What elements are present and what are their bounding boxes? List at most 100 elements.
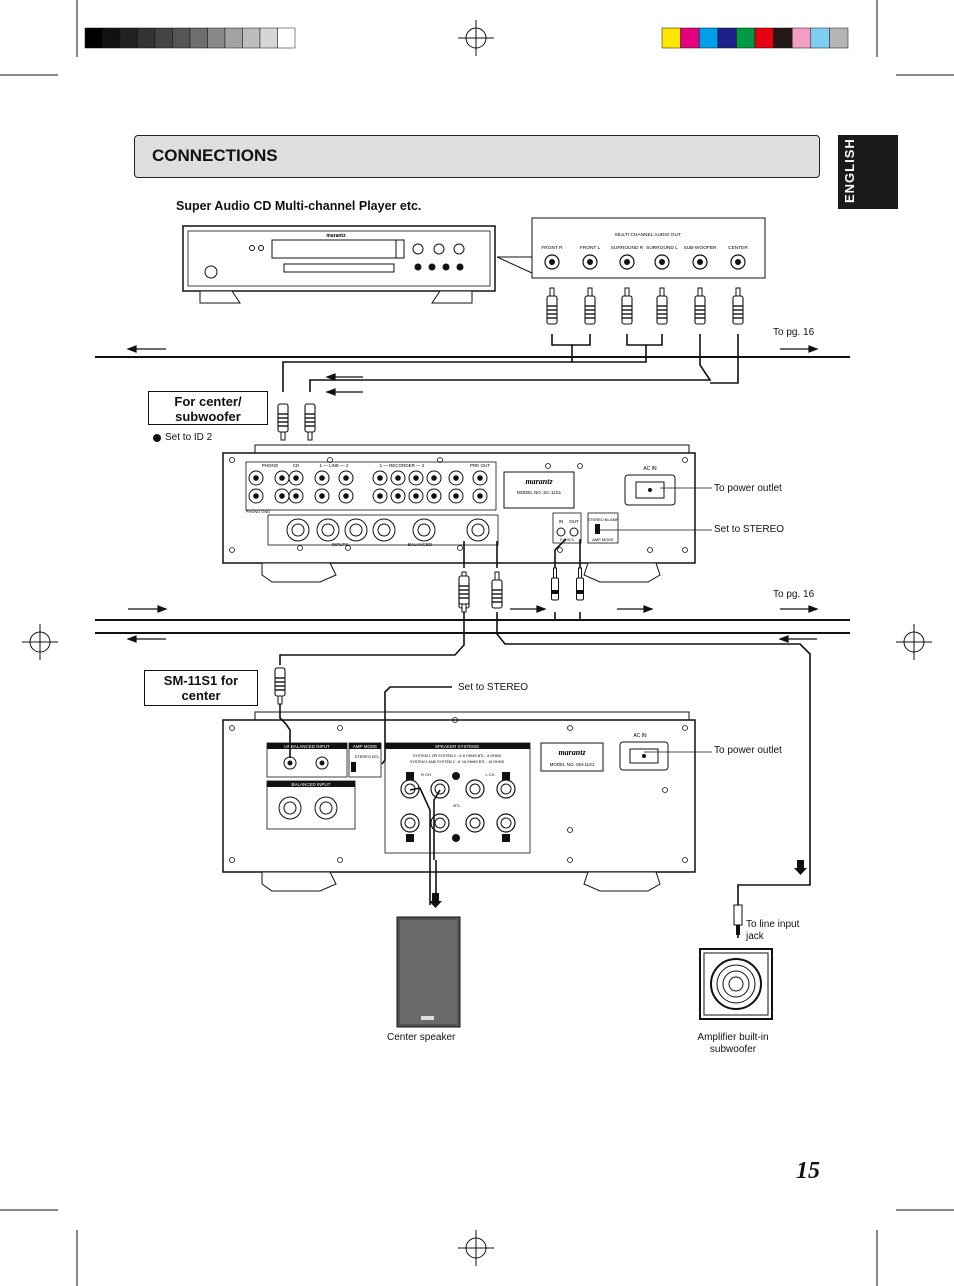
poweramp-input-plug bbox=[274, 667, 286, 705]
title-bar bbox=[134, 135, 820, 178]
note-power-outlet-1: To power outlet bbox=[714, 483, 782, 494]
player-plug bbox=[656, 287, 668, 325]
poweramp-model: MODEL NO. SM-11S1 bbox=[550, 762, 595, 767]
preamp-model: MODEL NO. SC-11S1 bbox=[517, 490, 562, 495]
screw bbox=[567, 857, 573, 863]
subwoofer bbox=[699, 904, 773, 1020]
rca-pin bbox=[659, 287, 665, 297]
xlr-jack bbox=[344, 518, 368, 542]
preamp-rca-plugs bbox=[458, 567, 584, 613]
speaker-terminal bbox=[496, 813, 516, 833]
polarity-mark bbox=[406, 772, 414, 780]
poweramp-brand: marantz bbox=[558, 748, 586, 757]
screw bbox=[229, 725, 235, 731]
pointer-lines bbox=[597, 487, 712, 753]
xlr-jack bbox=[286, 518, 310, 542]
screw bbox=[682, 547, 688, 553]
preamp-amp-mode: AMP MODE bbox=[592, 537, 614, 542]
screw bbox=[567, 827, 573, 833]
output-jack-pin bbox=[549, 259, 555, 265]
player-rca-plugs bbox=[277, 287, 744, 441]
gray-swatch bbox=[137, 27, 156, 49]
color-swatch bbox=[736, 27, 756, 49]
rca-jack-pin bbox=[343, 475, 349, 481]
screw bbox=[682, 725, 688, 731]
screw bbox=[682, 457, 688, 463]
player-plug bbox=[694, 287, 706, 325]
screw bbox=[337, 857, 343, 863]
preamp-brand: marantz bbox=[525, 477, 553, 486]
xlr-jack-ring bbox=[471, 523, 485, 537]
gray-swatch bbox=[84, 27, 103, 49]
flow-arrows bbox=[126, 345, 819, 643]
xlr-jack-ring bbox=[349, 523, 363, 537]
note-set-stereo-1: Set to STEREO bbox=[714, 524, 785, 535]
rca-jack-pin bbox=[279, 493, 285, 499]
rca-pin bbox=[277, 695, 283, 705]
screw bbox=[229, 857, 235, 863]
l-ch-label: L CH bbox=[486, 772, 495, 777]
fcbs-in: IN bbox=[559, 519, 564, 524]
mini-plug-band bbox=[576, 590, 584, 594]
output-jack-pin bbox=[659, 259, 665, 265]
fcbs-label: F.C.B.S bbox=[560, 537, 574, 542]
player-plug bbox=[732, 287, 744, 325]
color-swatch bbox=[773, 27, 793, 49]
speaker-terminal bbox=[465, 779, 485, 799]
output-label: SURROUND R bbox=[611, 245, 644, 251]
player-plug bbox=[584, 287, 596, 325]
callout-sm11s1: SM-11S1 for center bbox=[144, 670, 258, 706]
mini-plug-body bbox=[576, 577, 584, 601]
output-jack-pin bbox=[624, 259, 630, 265]
speaker-terminal bbox=[430, 813, 450, 833]
gray-swatch bbox=[277, 27, 296, 49]
screw bbox=[545, 463, 551, 469]
unbalanced-label: UNBALANCED INPUT bbox=[284, 744, 330, 749]
color-swatch bbox=[698, 27, 719, 49]
color-swatch bbox=[661, 27, 681, 49]
note-set-id2: Set to ID 2 bbox=[165, 432, 213, 443]
polarity-mark bbox=[502, 772, 510, 780]
color-swatch bbox=[680, 27, 700, 49]
speaker-terminals bbox=[229, 717, 688, 863]
signal-flow-lines bbox=[95, 356, 850, 634]
page-title: CONNECTIONS bbox=[152, 146, 278, 165]
rca-jack-pin bbox=[431, 475, 437, 481]
rca-jack-pin bbox=[477, 475, 483, 481]
speaker-terminal-knob bbox=[469, 783, 481, 795]
note-to-pg16-top: To pg. 16 bbox=[773, 327, 815, 338]
rca-pin bbox=[461, 603, 467, 613]
output-jack-pin bbox=[587, 259, 593, 265]
rca-pin bbox=[735, 287, 741, 297]
btl-label: BTL bbox=[453, 803, 461, 808]
screw bbox=[437, 457, 443, 463]
language-tab bbox=[838, 135, 898, 209]
speaker-terminal bbox=[400, 813, 420, 833]
note-line-input: To line input jack bbox=[746, 919, 800, 942]
xlr-jack bbox=[372, 518, 396, 542]
screw bbox=[577, 463, 583, 469]
gray-swatch bbox=[242, 27, 261, 49]
color-swatch bbox=[829, 27, 849, 49]
screw bbox=[345, 545, 351, 551]
mini-plug bbox=[576, 567, 584, 601]
note-center-speaker: Center speaker bbox=[387, 1032, 456, 1043]
rca-jack-pin bbox=[253, 475, 259, 481]
player-plug bbox=[621, 287, 633, 325]
preamp-rear-panel: marantz MODEL NO. SC-11S1 AC IN PHONO CD… bbox=[222, 444, 696, 583]
screw bbox=[327, 457, 333, 463]
speaker-terminal-knob bbox=[434, 817, 446, 829]
poweramp-rca-plugs bbox=[274, 667, 286, 705]
screw bbox=[297, 545, 303, 551]
rca-pin bbox=[587, 287, 593, 297]
player-cables bbox=[282, 334, 739, 392]
output-label: FRONT R bbox=[541, 245, 563, 251]
r-ch-label: R CH bbox=[421, 772, 431, 777]
speaker-terminal bbox=[496, 779, 516, 799]
speaker-terminal-knob bbox=[500, 817, 512, 829]
gray-calibration-bar bbox=[84, 27, 296, 49]
rca-jack-pin bbox=[319, 493, 325, 499]
gray-swatch bbox=[189, 27, 208, 49]
down-arrows bbox=[429, 860, 807, 908]
rca-jack-pin bbox=[319, 475, 325, 481]
